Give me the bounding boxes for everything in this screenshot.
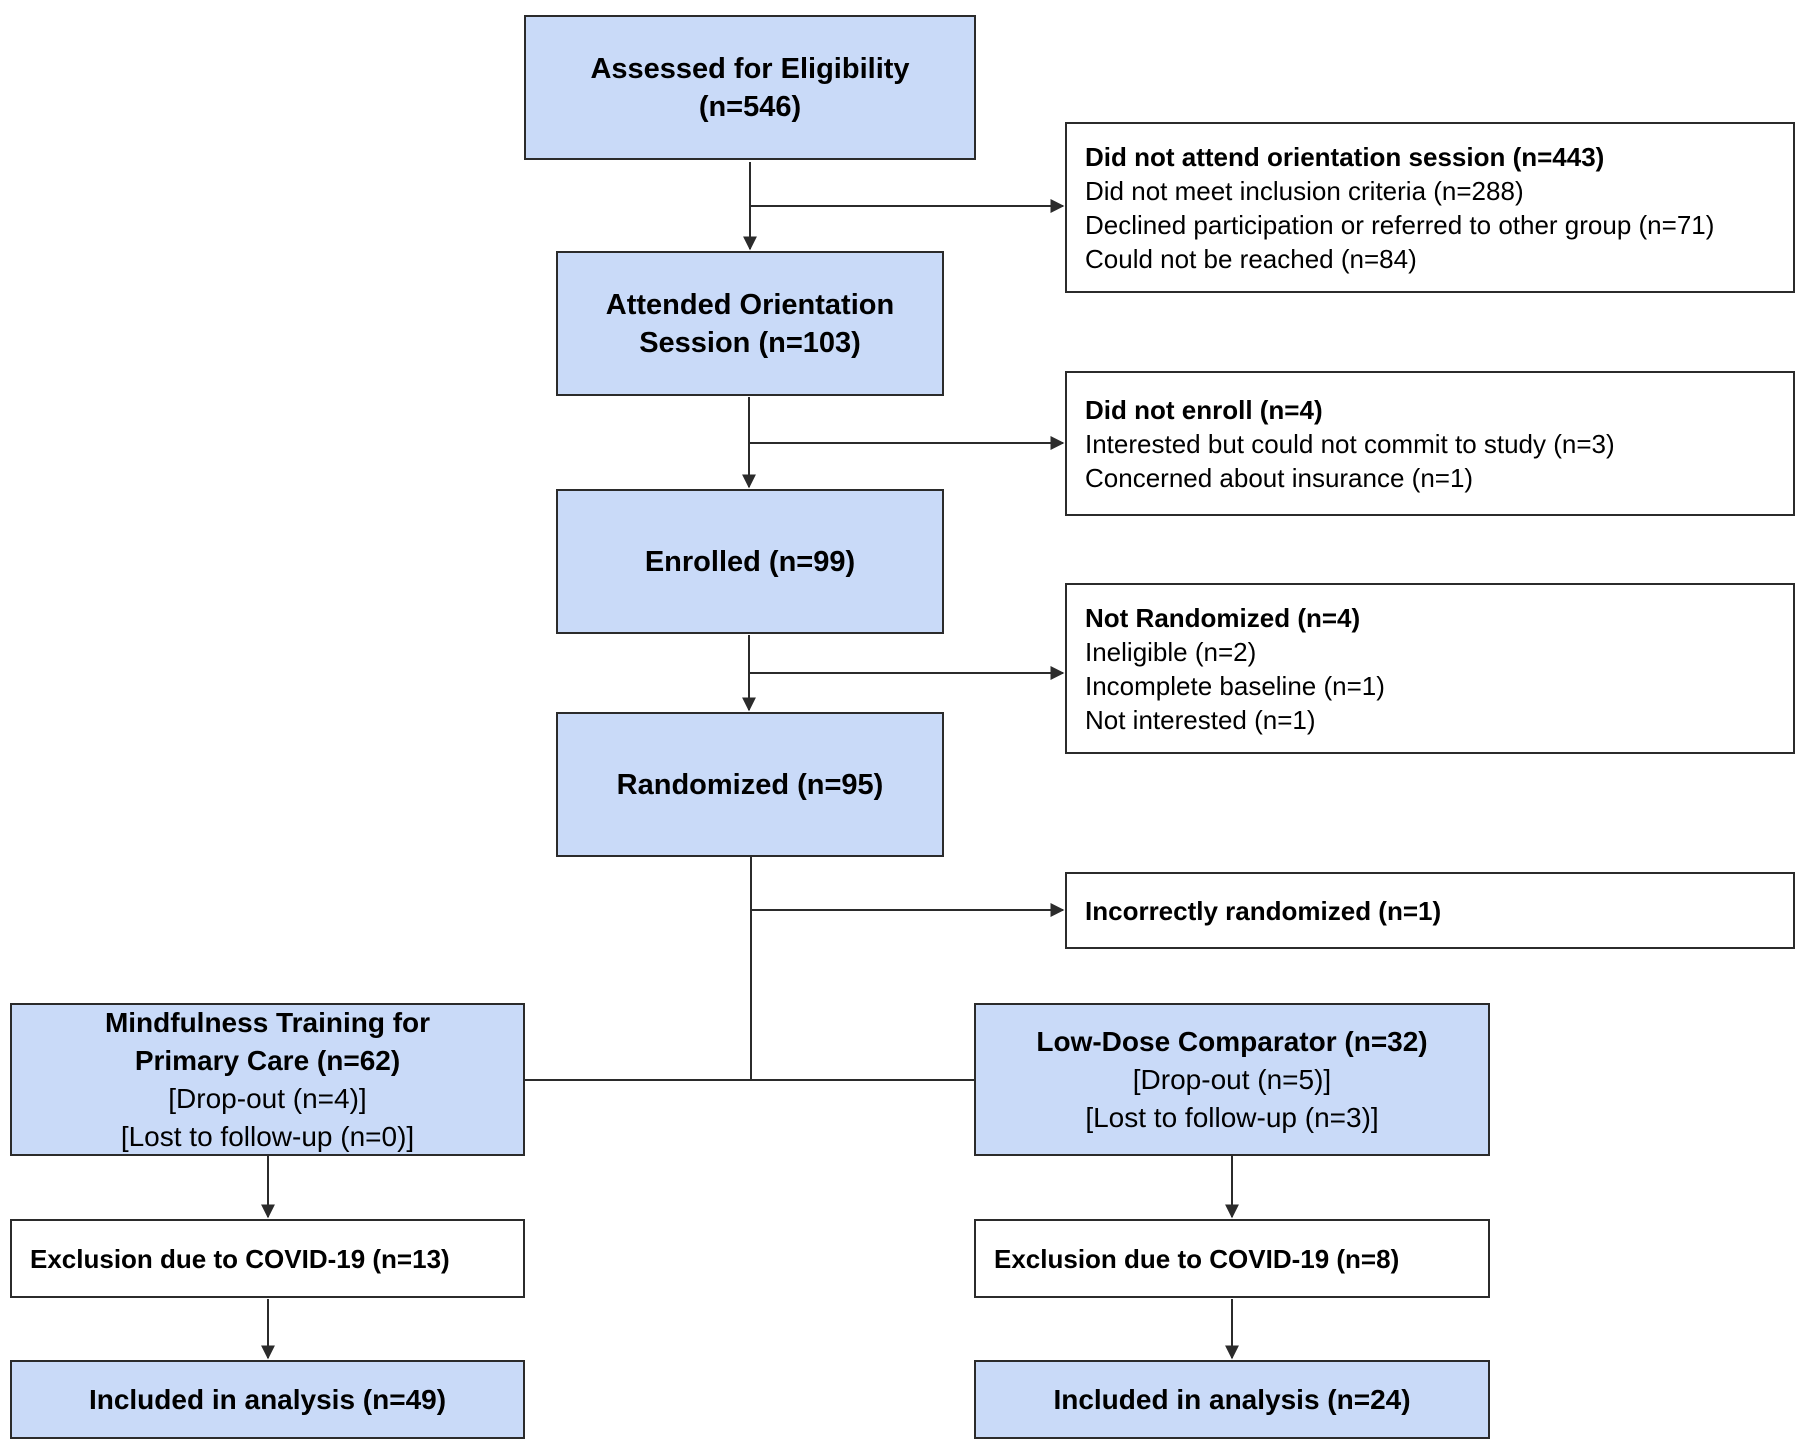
right-exclusion-label: Exclusion due to COVID-19 (n=8) (994, 1243, 1400, 1274)
mindfulness-arm-box: Mindfulness Training for Primary Care (n… (10, 1003, 525, 1156)
comparator-arm-dropout: [Drop-out (n=5)] (1132, 1063, 1332, 1095)
right-included-label: Included in analysis (n=24) (1053, 1383, 1411, 1415)
comparator-arm-box: Low-Dose Comparator (n=32) [Drop-out (n=… (974, 1003, 1490, 1156)
right-exclusion-box: Exclusion due to COVID-19 (n=8) (974, 1219, 1490, 1298)
not-enrolled-item: Interested but could not commit to study… (1085, 428, 1615, 459)
mindfulness-arm-count: Primary Care (n=62) (134, 1044, 401, 1076)
attended-title: Attended Orientation (605, 288, 895, 321)
assessed-count: (n=546) (698, 90, 802, 123)
left-included-box: Included in analysis (n=49) (10, 1360, 525, 1439)
no-orientation-item: Could not be reached (n=84) (1085, 243, 1417, 274)
right-included-box: Included in analysis (n=24) (974, 1360, 1490, 1439)
no-orientation-item: Declined participation or referred to ot… (1085, 209, 1715, 240)
not-randomized-box: Not Randomized (n=4) Ineligible (n=2) In… (1065, 583, 1795, 754)
mindfulness-arm-lost: [Lost to follow-up (n=0)] (120, 1120, 415, 1152)
not-randomized-title: Not Randomized (n=4) (1085, 602, 1361, 633)
assessed-box: Assessed for Eligibility (n=546) (524, 15, 976, 160)
attended-box: Attended Orientation Session (n=103) (556, 251, 944, 396)
enrolled-label: Enrolled (n=99) (644, 545, 856, 578)
not-enrolled-item: Concerned about insurance (n=1) (1085, 462, 1474, 493)
assessed-title: Assessed for Eligibility (590, 52, 910, 85)
not-randomized-item: Not interested (n=1) (1085, 704, 1316, 735)
comparator-arm-lost: [Lost to follow-up (n=3)] (1085, 1101, 1379, 1133)
not-enrolled-box: Did not enroll (n=4) Interested but coul… (1065, 371, 1795, 516)
no-orientation-box: Did not attend orientation session (n=44… (1065, 122, 1795, 293)
not-randomized-item: Ineligible (n=2) (1085, 636, 1257, 667)
incorrectly-randomized-box: Incorrectly randomized (n=1) (1065, 872, 1795, 949)
no-orientation-item: Did not meet inclusion criteria (n=288) (1085, 175, 1524, 206)
not-enrolled-title: Did not enroll (n=4) (1085, 394, 1323, 425)
comparator-arm-title: Low-Dose Comparator (n=32) (1036, 1025, 1428, 1057)
not-randomized-item: Incomplete baseline (n=1) (1085, 670, 1385, 701)
incorrectly-randomized-title: Incorrectly randomized (n=1) (1085, 895, 1442, 926)
left-included-label: Included in analysis (n=49) (88, 1383, 447, 1415)
enrolled-box: Enrolled (n=99) (556, 489, 944, 634)
attended-count: Session (n=103) (639, 326, 861, 359)
mindfulness-arm-title: Mindfulness Training for (104, 1006, 431, 1038)
left-exclusion-label: Exclusion due to COVID-19 (n=13) (30, 1243, 450, 1274)
randomized-box: Randomized (n=95) (556, 712, 944, 857)
mindfulness-arm-dropout: [Drop-out (n=4)] (168, 1082, 367, 1114)
randomized-label: Randomized (n=95) (616, 768, 884, 801)
no-orientation-title: Did not attend orientation session (n=44… (1085, 141, 1605, 172)
left-exclusion-box: Exclusion due to COVID-19 (n=13) (10, 1219, 525, 1298)
